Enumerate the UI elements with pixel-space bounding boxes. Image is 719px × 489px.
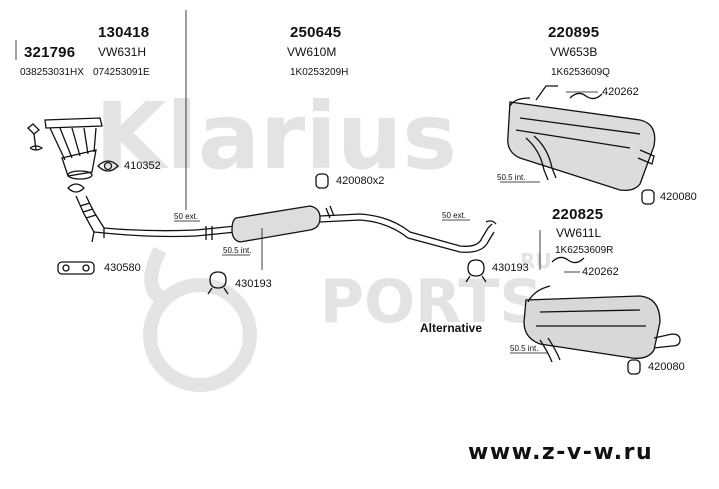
pipe-clamp (641, 189, 655, 205)
model-code-220895: VW653B (550, 45, 598, 59)
flange-gasket (97, 160, 119, 172)
brand-watermark: Klarius (95, 83, 457, 190)
model-code-130418: VW631H (98, 45, 147, 59)
oem-number-250645: 1K0253209H (290, 67, 349, 78)
oem-number-220825: 1K6253609R (555, 245, 614, 256)
ref-420262-alt: 420262 (582, 266, 619, 278)
ref-430193-front: 430193 (235, 278, 272, 290)
dimension-50-ext-front: 50 ext. (174, 212, 199, 221)
leader-lines (15, 10, 598, 354)
part-number-130418: 130418 (98, 24, 150, 41)
oem-number-321796: 038253031HX (20, 67, 84, 78)
watermark-circle-logo (143, 246, 257, 392)
alternative-label: Alternative (420, 321, 483, 335)
ref-420080-alt: 420080 (648, 361, 685, 373)
mounting-clip (551, 256, 585, 264)
mounting-bracket (57, 261, 95, 275)
pipe-clamp (315, 173, 329, 189)
oem-number-130418: 074253091E (93, 67, 150, 78)
model-code-220825: VW611L (556, 226, 602, 240)
mounting-clip (569, 92, 603, 100)
rear-silencer (507, 85, 656, 192)
dimension-50-5-int-rear: 50.5 int. (497, 173, 526, 182)
centre-silencer (195, 205, 497, 253)
dimension-50-5-int-front: 50.5 int. (223, 246, 252, 255)
ref-420080-top: 420080 (660, 191, 697, 203)
pipe-clamp (627, 359, 641, 375)
ru-watermark: RU (520, 249, 552, 273)
part-number-220825: 220825 (552, 206, 604, 223)
exhaust-manifold (27, 117, 103, 180)
website-url: www.z-v-w.ru (468, 440, 654, 465)
rubber-hanger (465, 259, 487, 283)
front-downpipe (67, 183, 197, 243)
rubber-hanger (207, 271, 229, 295)
model-code-250645: VW610M (287, 45, 337, 59)
ref-430193-rear: 430193 (492, 262, 529, 274)
part-number-321796: 321796 (24, 44, 76, 61)
alternative-rear-silencer (523, 285, 681, 363)
ref-410352: 410352 (124, 160, 161, 172)
ref-430580: 430580 (104, 262, 141, 274)
ref-420080x2: 420080x2 (336, 175, 385, 187)
dimension-50-ext-rear: 50 ext. (442, 211, 467, 220)
oem-number-220895: 1K6253609Q (551, 67, 610, 78)
ports-watermark: PORTS (320, 267, 543, 337)
ref-420262-top: 420262 (602, 86, 639, 98)
part-number-220895: 220895 (548, 24, 600, 41)
dimension-50-5-int-alt: 50.5 int. (510, 344, 539, 353)
part-number-250645: 250645 (290, 24, 342, 41)
